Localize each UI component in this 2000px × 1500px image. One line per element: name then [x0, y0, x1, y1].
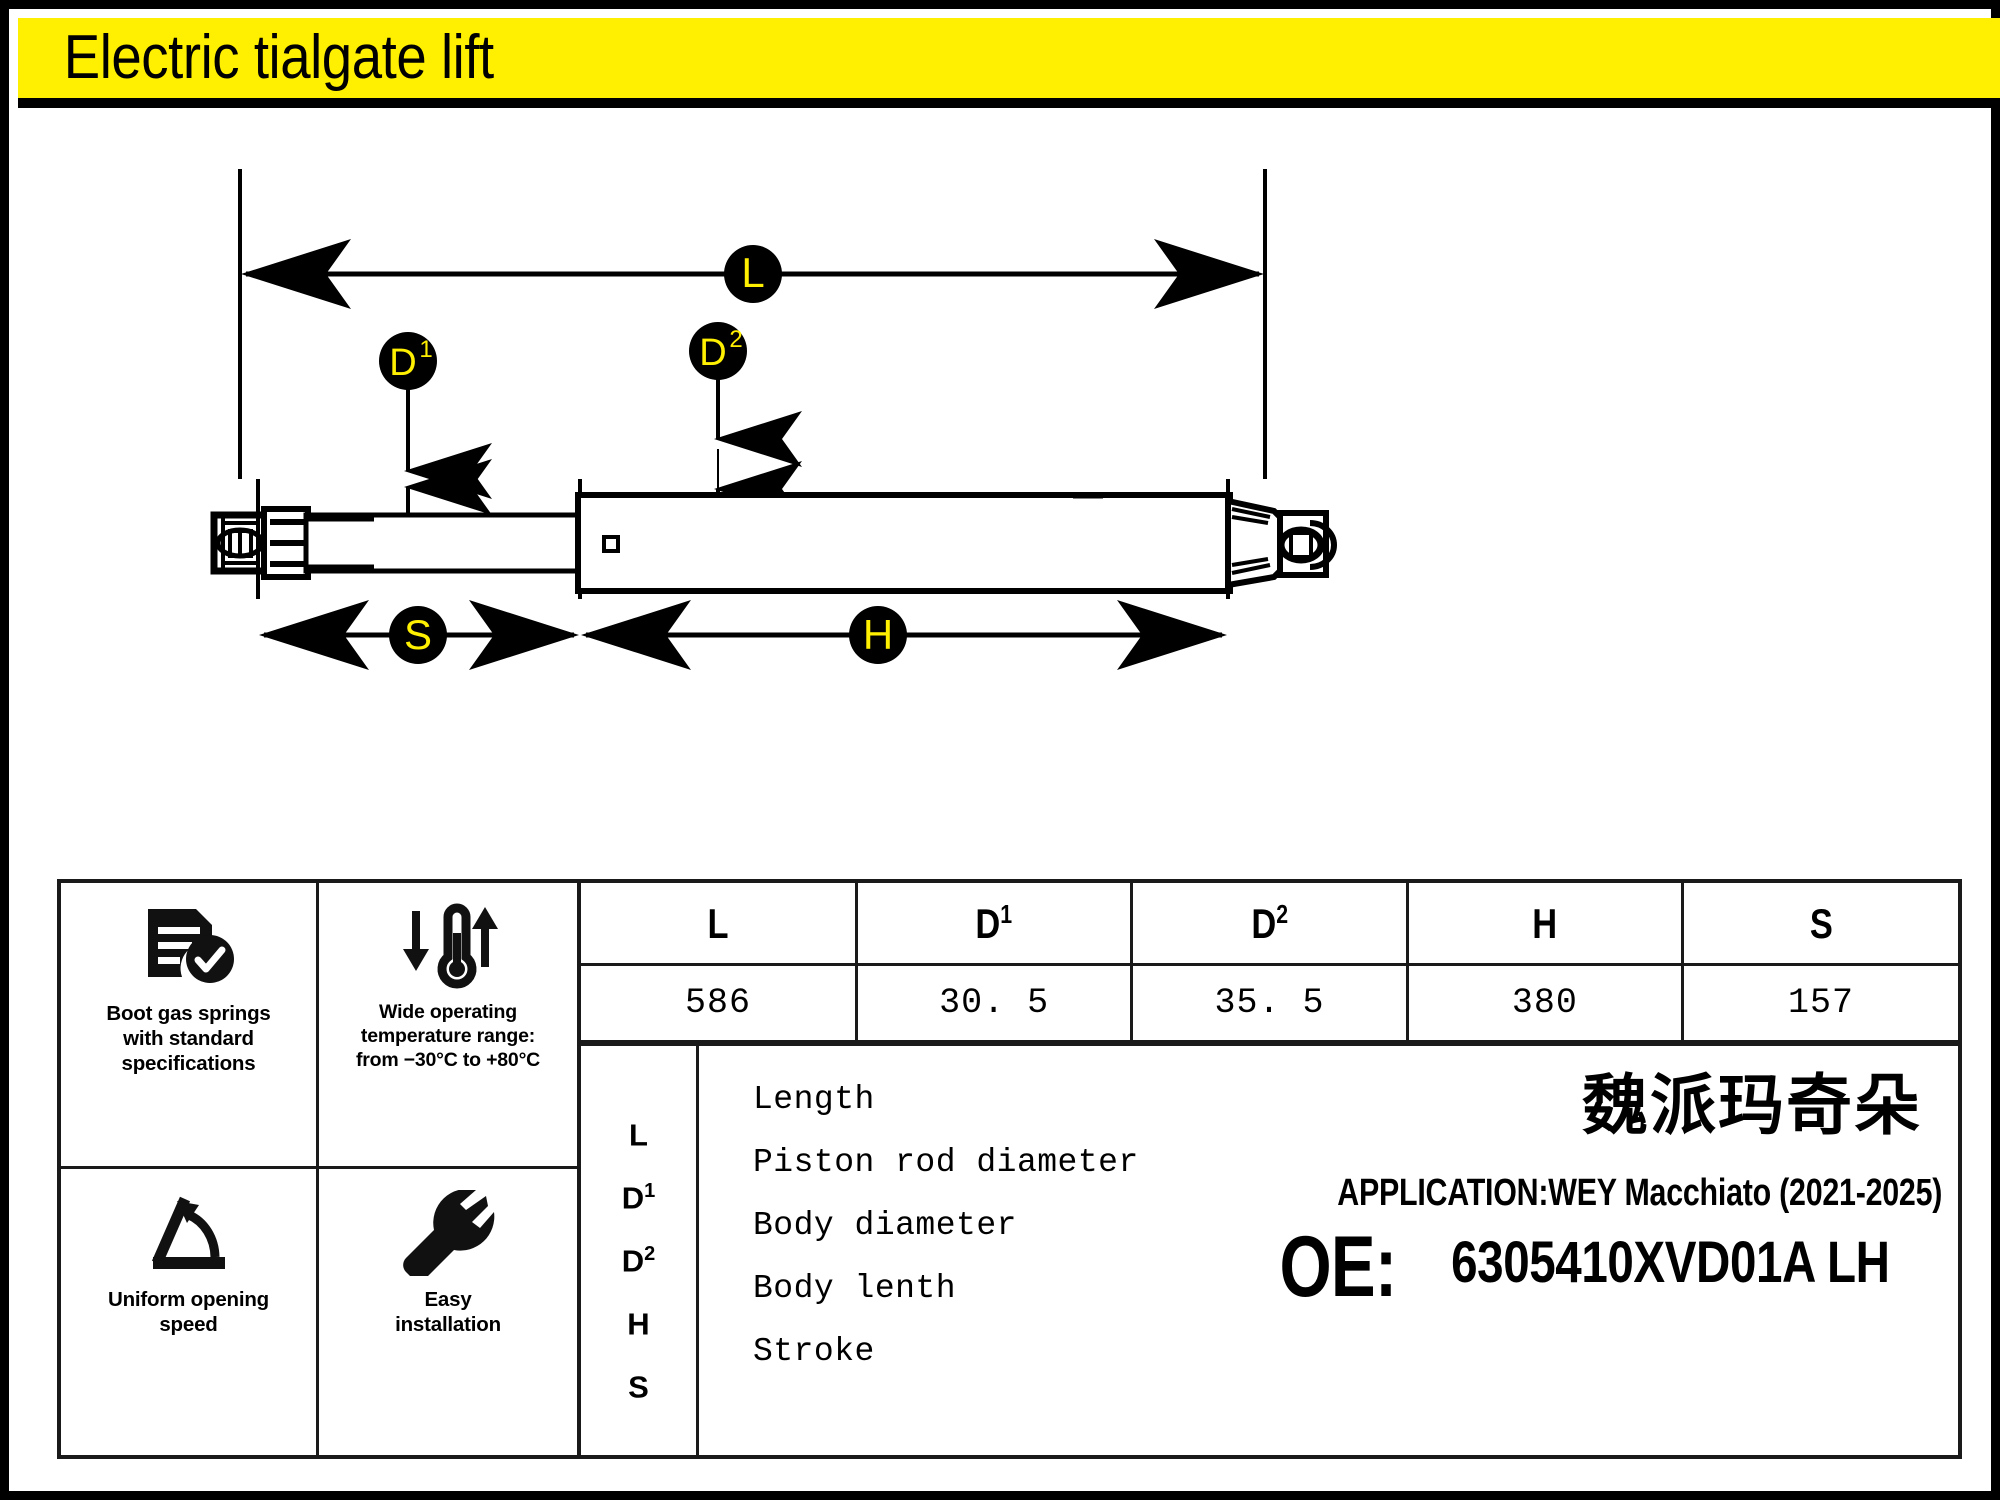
- legend-symbol-D2: D2: [621, 1243, 656, 1279]
- legend-definition-body-diameter: Body diameter: [753, 1207, 1017, 1244]
- legend-symbol-column: L D1 D2 H S: [581, 1046, 699, 1455]
- dimension-leader-D1: D 1: [379, 332, 492, 559]
- table-value-D1: 30. 5: [854, 964, 1134, 1043]
- badge-D2: [689, 322, 747, 380]
- table-header-S: S: [1706, 883, 1934, 966]
- badge-D2-sup: 2: [729, 326, 742, 353]
- right-end-fitting: [1225, 497, 1337, 589]
- legend-definition-piston-rod-diameter: Piston rod diameter: [753, 1144, 1139, 1181]
- dimension-table: L D1 D2 H S 586: [581, 883, 1958, 1043]
- feature-uniform-opening-speed: Uniform opening speed: [61, 1169, 319, 1455]
- badge-H: [849, 606, 907, 664]
- legend-symbol-L: L: [629, 1117, 648, 1153]
- application-text: APPLICATION:WEY Macchiato (2021-2025): [1337, 1172, 1942, 1214]
- table-value-H: 380: [1405, 964, 1685, 1043]
- feature-label: Easy installation: [395, 1288, 501, 1336]
- table-header-D2: D2: [1155, 883, 1384, 966]
- dimension-line-S: S: [259, 600, 579, 670]
- legend-definitions: Length Piston rod diameter Body diameter…: [753, 1068, 1373, 1383]
- data-block: L D1 D2 H S 586: [581, 883, 1958, 1455]
- wrench-icon: [400, 1185, 496, 1281]
- badge-L: [724, 245, 782, 303]
- strut-assembly: [210, 492, 1337, 594]
- piston-rod: [303, 512, 583, 574]
- legend-symbol-H: H: [627, 1306, 650, 1342]
- badge-S-label: S: [404, 611, 432, 658]
- title-banner: Electric tialgate lift: [18, 18, 2000, 108]
- legend-definition-length: Length: [753, 1081, 875, 1118]
- badge-D1-sup: 1: [419, 336, 432, 363]
- table-header-L: L: [605, 883, 833, 966]
- feature-label: Wide operating temperature range: from −…: [355, 1001, 541, 1071]
- feature-label: Boot gas springs with standard specifica…: [106, 1002, 271, 1075]
- brand-name-chinese: 魏派玛奇朵: [1582, 1067, 1922, 1144]
- legend-definition-stroke: Stroke: [753, 1333, 875, 1370]
- legend-definition-column: Length Piston rod diameter Body diameter…: [699, 1046, 1958, 1455]
- feature-grid: Boot gas springs with standard specifica…: [61, 883, 581, 1455]
- badge-H-label: H: [863, 611, 893, 658]
- oe-label: OE:: [1279, 1219, 1398, 1315]
- gas-strut-technical-drawing: L D 1 D 2: [18, 119, 2000, 859]
- table-header-H: H: [1430, 883, 1660, 966]
- table-value-row: 586 30. 5 35. 5 380 157: [581, 964, 1958, 1043]
- legend-definition-body-length: Body lenth: [753, 1270, 957, 1307]
- dimension-line-H: H: [581, 600, 1227, 670]
- body-marking: [602, 535, 620, 553]
- oe-number-row: OE: 6305410XVD01A LH: [1263, 1224, 1938, 1310]
- opening-angle-icon: [141, 1185, 237, 1281]
- dimension-line-L: L: [241, 239, 1264, 309]
- table-header-row: L D1 D2 H S: [581, 883, 1958, 966]
- legend-and-application-area: L D1 D2 H S: [581, 1043, 1958, 1455]
- table-value-L: 586: [581, 964, 858, 1043]
- table-value-D2: 35. 5: [1130, 964, 1409, 1043]
- oe-number: 6305410XVD01A LH: [1451, 1230, 1890, 1295]
- feature-easy-installation: Easy installation: [319, 1169, 577, 1455]
- specification-panel: Boot gas springs with standard specifica…: [57, 879, 1962, 1459]
- badge-D2-label: D: [699, 332, 726, 374]
- document-check-icon: [140, 899, 238, 995]
- badge-D1: [379, 332, 437, 390]
- legend-symbol-S: S: [628, 1369, 649, 1405]
- cylinder-body: [575, 492, 1233, 594]
- left-end-fitting: [210, 511, 270, 575]
- table-value-S: 157: [1681, 964, 1958, 1043]
- page-title: Electric tialgate lift: [63, 23, 494, 92]
- thermometer-range-icon: [393, 899, 503, 995]
- badge-S: [389, 606, 447, 664]
- feature-boot-gas-springs: Boot gas springs with standard specifica…: [61, 883, 319, 1169]
- table-header-D1: D1: [879, 883, 1109, 966]
- rod-guide-collar: [261, 506, 311, 580]
- legend-symbol-D1: D1: [621, 1180, 656, 1216]
- badge-D1-label: D: [389, 342, 416, 384]
- feature-temperature-range: Wide operating temperature range: from −…: [319, 883, 577, 1169]
- badge-L-label: L: [741, 249, 764, 296]
- feature-label: Uniform opening speed: [108, 1288, 269, 1336]
